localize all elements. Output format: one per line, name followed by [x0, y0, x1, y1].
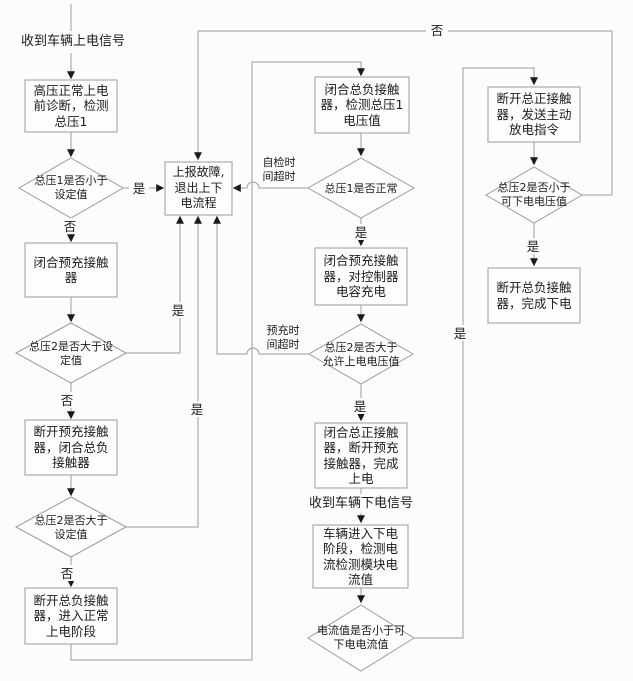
edge-openneg-to-closeneg	[70, 61, 365, 661]
diamond-v1-normal	[306, 157, 416, 219]
power-on-signal-label: 收到车辆上电信号	[11, 31, 135, 53]
diamond-v2-above-set-1	[14, 322, 128, 384]
box-report-fault	[164, 161, 233, 216]
edge-currentcheck-yes-to-openpos	[414, 67, 538, 639]
label-no-v2discharge: 否	[426, 22, 448, 38]
diamond-v1-normal-text: 总压1是否正常	[324, 181, 398, 195]
label-yes-v2allowed: 是	[350, 398, 370, 414]
diamond-current-below-threshold-text: 电流值是否小于可 下电电流值	[317, 624, 405, 651]
diamond-v2-above-set-2-text: 总压2是否大于 设定值	[34, 514, 108, 541]
box-open-neg-enter-normal-text: 断开总负接触 器，进入正常 上电阶段	[33, 592, 109, 639]
diamond-v2-above-set-2	[14, 496, 128, 558]
label-precharge-timeout: 预充时 间超时	[263, 324, 303, 352]
box-open-precharge-close-neg-text: 断开预充接触 器，闭合总负 接触器	[33, 424, 109, 471]
label-no-v2check2: 否	[57, 565, 77, 581]
label-no-v2check1: 否	[57, 392, 77, 408]
label-yes-v2discharge: 是	[523, 238, 543, 254]
box-close-pos-complete-power-on	[314, 422, 408, 489]
box-close-neg-detect-v1-text: 闭合总负接触 器，检测总压1 电压值	[320, 81, 404, 128]
box-close-precharge-charge-cap-text: 闭合预充接触 器，对控制器 电容充电	[323, 253, 399, 300]
power-off-signal-label: 收到车辆下电信号	[299, 494, 423, 513]
label-yes-v2check2: 是	[187, 401, 207, 417]
edge-v2check2-yes-to-fault	[126, 215, 202, 528]
edge-v2check1-yes-to-fault	[126, 215, 184, 354]
label-yes-v1check: 是	[129, 180, 149, 196]
diamond-v2-above-set-1-text: 总压2是否大于设 定值	[29, 340, 113, 367]
edge-v2discharge-no-to-fault	[194, 30, 613, 196]
label-self-check-timeout: 自检时 间超时	[259, 156, 299, 184]
box-close-precharge-text: 闭合预充接触 器	[33, 254, 109, 286]
label-yes-v2check1: 是	[168, 302, 188, 318]
diamond-current-below-threshold	[307, 604, 415, 672]
box-pre-diagnosis	[24, 79, 118, 133]
diamond-v2-below-dischargeable-text: 总压2是否小于 可下电电压值	[497, 181, 571, 208]
diamond-v2-above-allowed-text: 总压2是否大于 允许上电电压值	[322, 340, 400, 368]
edge-v1normal-timeout-to-fault	[232, 181, 308, 192]
box-close-precharge	[24, 242, 118, 298]
diamond-v1-below-set-text: 总压1是否小于 设定值	[34, 174, 108, 201]
box-close-precharge-charge-cap	[314, 247, 408, 306]
box-pre-diagnosis-text: 高压正常上电 前诊断，检测 总压1	[33, 82, 109, 129]
box-open-pos-send-discharge	[487, 86, 581, 143]
box-enter-power-down-text: 车辆进入下电 阶段，检测电 流检测模块电 流值	[322, 525, 398, 588]
box-open-neg-complete-power-off-text: 断开总负接触 器，完成下电	[496, 280, 572, 311]
diamond-v2-above-allowed	[307, 323, 415, 385]
box-report-fault-text: 上报故障, 退出上下 电流程	[172, 165, 225, 211]
box-enter-power-down	[312, 524, 409, 589]
label-no-v1check: 否	[60, 218, 80, 234]
box-open-precharge-close-neg	[24, 419, 118, 476]
box-open-neg-complete-power-off	[487, 267, 581, 324]
box-close-pos-complete-power-on-text: 闭合总正接触 器，断开预充 接触器，完成 上电	[323, 424, 399, 487]
edge-v2allowed-timeout-to-fault	[213, 215, 309, 355]
label-yes-currentcheck: 是	[450, 325, 470, 341]
diamond-v2-below-dischargeable	[485, 166, 583, 224]
box-open-pos-send-discharge-text: 断开总正接触 器，发送主动 放电指令	[496, 91, 572, 138]
box-open-neg-enter-normal	[24, 587, 118, 645]
box-close-neg-detect-v1	[314, 76, 410, 134]
label-yes-v1normal: 是	[351, 224, 371, 240]
